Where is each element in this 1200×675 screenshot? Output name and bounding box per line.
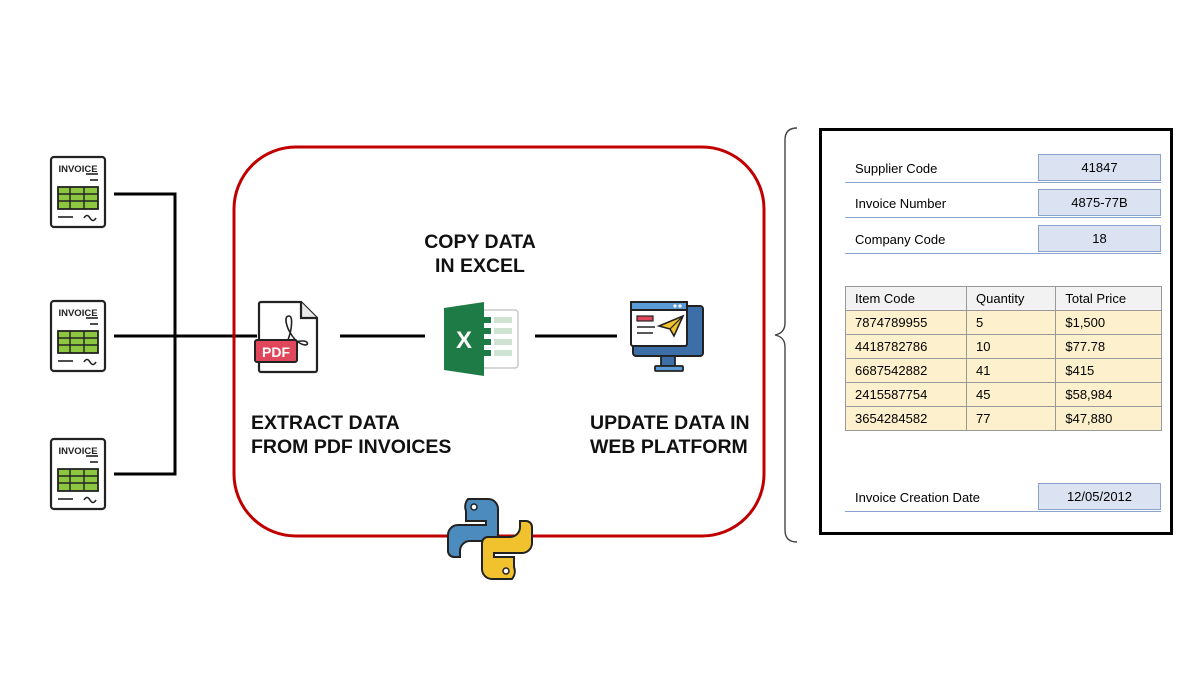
invoice-icon-label: INVOICE bbox=[58, 446, 97, 457]
quantity-cell[interactable]: 45 bbox=[966, 382, 1057, 407]
step-label-update-line1: UPDATE DATA IN bbox=[590, 412, 750, 434]
total-price-cell[interactable]: $47,880 bbox=[1055, 406, 1162, 431]
step-label-update-line2: WEB PLATFORM bbox=[590, 436, 748, 458]
items-table-header: Item Code Quantity Total Price bbox=[844, 286, 1162, 311]
column-header: Item Code bbox=[844, 286, 968, 311]
step-label-copy-line1: COPY DATA bbox=[424, 231, 536, 253]
creation-date-row: Invoice Creation Date 12/05/2012 bbox=[845, 483, 1161, 512]
item-code-cell[interactable]: 6687542882 bbox=[844, 358, 968, 383]
step-label-copy-line2: IN EXCEL bbox=[435, 255, 525, 277]
brace-connector bbox=[774, 127, 798, 543]
excel-icon-label: X bbox=[456, 327, 472, 354]
web-platform-icon bbox=[630, 301, 704, 372]
item-code-cell[interactable]: 3654284582 bbox=[844, 406, 968, 431]
invoice-icon-2: INVOICE bbox=[49, 299, 107, 373]
quantity-cell[interactable]: 41 bbox=[966, 358, 1057, 383]
creation-date-label: Invoice Creation Date bbox=[855, 490, 981, 505]
table-row: 2415587754 45 $58,984 bbox=[844, 382, 1162, 407]
items-table: Item Code Quantity Total Price 787478995… bbox=[844, 286, 1162, 431]
python-logo-icon bbox=[447, 498, 533, 580]
step-label-copy: COPY DATA IN EXCEL bbox=[380, 230, 580, 278]
item-code-cell[interactable]: 4418782786 bbox=[844, 334, 968, 359]
total-price-cell[interactable]: $58,984 bbox=[1055, 382, 1162, 407]
excel-icon: X bbox=[444, 302, 519, 376]
invoice-number-label: Invoice Number bbox=[855, 196, 947, 211]
total-price-cell[interactable]: $77.78 bbox=[1055, 334, 1162, 359]
pdf-icon: PDF bbox=[254, 300, 319, 374]
quantity-cell[interactable]: 77 bbox=[966, 406, 1057, 431]
web-form-panel: Supplier Code 41847 Invoice Number 4875-… bbox=[819, 128, 1173, 535]
supplier-code-label: Supplier Code bbox=[855, 161, 938, 176]
total-price-cell[interactable]: $415 bbox=[1055, 358, 1162, 383]
step-label-extract-line2: FROM PDF INVOICES bbox=[251, 436, 452, 458]
table-row: 7874789955 5 $1,500 bbox=[844, 310, 1162, 335]
company-code-row: Company Code 18 bbox=[845, 225, 1161, 254]
creation-date-field[interactable]: 12/05/2012 bbox=[1038, 483, 1161, 510]
invoice-number-row: Invoice Number 4875-77B bbox=[845, 189, 1161, 218]
quantity-cell[interactable]: 5 bbox=[966, 310, 1057, 335]
invoice-number-field[interactable]: 4875-77B bbox=[1038, 189, 1161, 216]
invoice-icon-label: INVOICE bbox=[58, 164, 97, 175]
invoice-connectors bbox=[114, 192, 257, 476]
invoice-icon-3: INVOICE bbox=[49, 437, 107, 511]
pdf-icon-label: PDF bbox=[262, 344, 290, 360]
step-label-extract-line1: EXTRACT DATA bbox=[251, 412, 400, 434]
company-code-field[interactable]: 18 bbox=[1038, 225, 1161, 252]
supplier-code-field[interactable]: 41847 bbox=[1038, 154, 1161, 181]
column-header: Quantity bbox=[966, 286, 1057, 311]
company-code-label: Company Code bbox=[855, 232, 946, 247]
table-row: 4418782786 10 $77.78 bbox=[844, 334, 1162, 359]
item-code-cell[interactable]: 2415587754 bbox=[844, 382, 968, 407]
step-label-extract: EXTRACT DATA FROM PDF INVOICES bbox=[251, 411, 451, 459]
column-header: Total Price bbox=[1055, 286, 1162, 311]
table-row: 3654284582 77 $47,880 bbox=[844, 406, 1162, 431]
invoice-icon-label: INVOICE bbox=[58, 308, 97, 319]
table-row: 6687542882 41 $415 bbox=[844, 358, 1162, 383]
invoice-icon-1: INVOICE bbox=[49, 155, 107, 229]
item-code-cell[interactable]: 7874789955 bbox=[844, 310, 968, 335]
supplier-code-row: Supplier Code 41847 bbox=[845, 154, 1161, 183]
quantity-cell[interactable]: 10 bbox=[966, 334, 1057, 359]
step-label-update: UPDATE DATA IN WEB PLATFORM bbox=[590, 411, 750, 459]
total-price-cell[interactable]: $1,500 bbox=[1055, 310, 1162, 335]
